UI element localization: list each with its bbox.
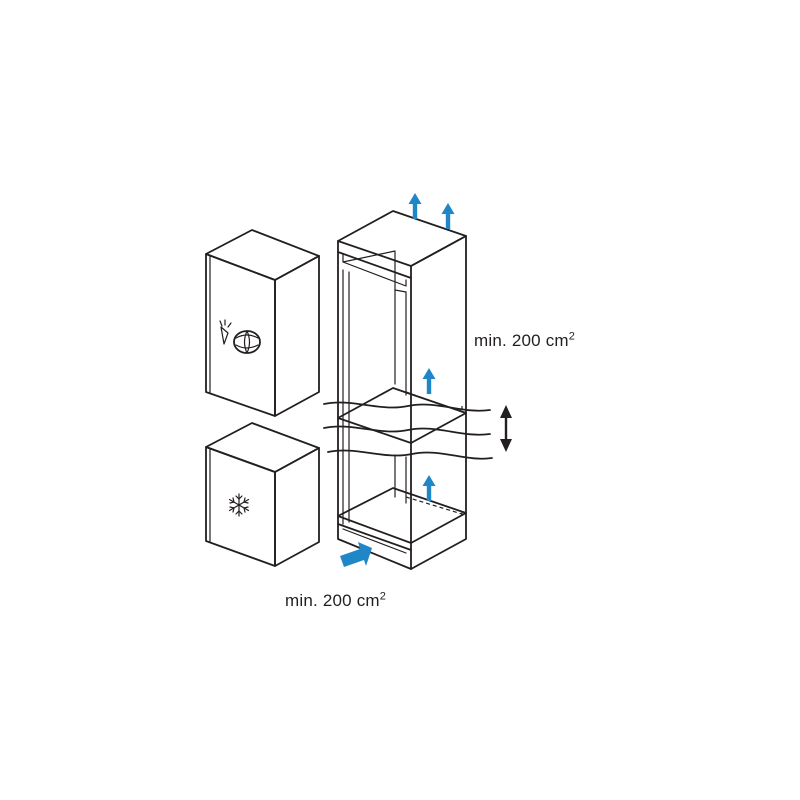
bottom-ventilation-label-superscript: 2: [379, 590, 387, 603]
airflow-arrows: [340, 193, 455, 567]
snowflake-icon: [228, 493, 250, 517]
freezer-unit: [205, 422, 320, 567]
top-ventilation-label-text: min. 200 cm: [474, 331, 569, 350]
air-outlet-arrow-icon: [408, 193, 422, 219]
air-outlet-arrow-icon: [441, 203, 455, 229]
top-ventilation-label: min. 200 cm2: [474, 331, 575, 351]
carrot-and-cabbage-icon: [219, 319, 261, 354]
air-up-arrow-icon: [422, 475, 436, 501]
top-ventilation-label-superscript: 2: [568, 330, 576, 343]
air-inlet-arrow-icon: [340, 542, 372, 567]
double-headed-vertical-arrow-icon: [500, 405, 512, 452]
bottom-ventilation-label: min. 200 cm2: [285, 591, 386, 611]
fridge-unit: [205, 229, 320, 417]
bottom-ventilation-label-text: min. 200 cm: [285, 591, 380, 610]
air-up-arrow-icon: [422, 368, 436, 394]
housing-cabinet: [337, 210, 467, 570]
cutaway-break-lines: [323, 401, 493, 460]
